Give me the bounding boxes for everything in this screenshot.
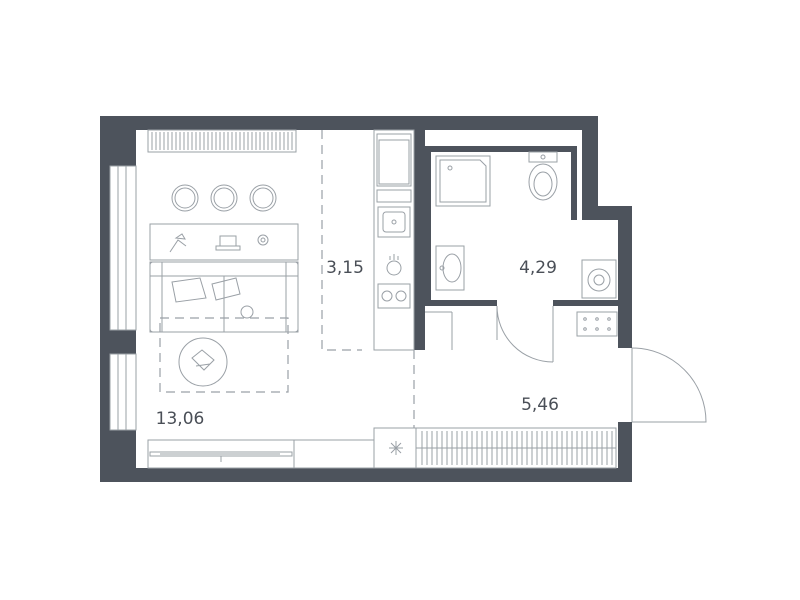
coffee-table-icon (178, 337, 228, 387)
wall-right-middle (618, 206, 632, 348)
wall-top (100, 116, 598, 130)
wall-bath-right-inner (571, 146, 577, 220)
hall (373, 305, 707, 469)
tv-console-icon (147, 439, 295, 469)
entrance-door (631, 347, 707, 423)
kitchen-zone-outline (321, 130, 362, 351)
living-room-area: 13,06 (156, 409, 205, 429)
electrical-panel-icon (576, 311, 618, 337)
kitchen (321, 129, 415, 351)
bar-stool-icon (171, 184, 199, 212)
wall-left-outer (100, 166, 110, 430)
wall-right-upper (582, 116, 598, 220)
living-room (147, 129, 375, 469)
low-cabinet (293, 439, 375, 469)
wall-kitchen-bath (414, 130, 425, 306)
rug-outline (159, 317, 289, 393)
sofa-icon (149, 261, 299, 333)
walls (100, 116, 632, 482)
toilet-icon (528, 151, 558, 201)
wall-right-lower (618, 422, 632, 482)
bathroom-area: 4,29 (519, 258, 557, 278)
desk-lamp-icon (169, 233, 187, 253)
wall-bath-top-inner (425, 146, 577, 152)
window-left-lower (109, 353, 137, 431)
laptop-icon (215, 235, 241, 251)
bar-stool-icon (249, 184, 277, 212)
bar-stool-icon (210, 184, 238, 212)
washbasin-icon (435, 245, 465, 291)
kitchen-area: 3,15 (326, 258, 364, 278)
window-left-upper (109, 165, 137, 331)
clock-icon (257, 234, 269, 246)
fridge-icon (376, 133, 412, 187)
bar-counter (149, 223, 299, 261)
stove-icon (377, 283, 411, 309)
dishwasher-icon (386, 254, 402, 276)
wall-partition-stub (414, 300, 425, 350)
windows (109, 165, 137, 431)
bathroom (435, 151, 617, 299)
washing-machine-icon (581, 259, 617, 299)
wardrobe-icon (373, 427, 617, 469)
wall-bath-left-inner (425, 146, 431, 306)
wall-bath-bottom-left (425, 300, 497, 306)
bathroom-door (496, 305, 554, 363)
kitchen-counter (373, 129, 415, 351)
sink-icon (377, 206, 411, 238)
wall-bottom (100, 468, 630, 482)
hall-area: 5,46 (521, 395, 559, 415)
shower-tray-icon (435, 155, 491, 207)
wall-bath-bottom-right (553, 300, 618, 306)
wall-left-top-pier (100, 116, 136, 166)
curtain-icon (147, 129, 297, 153)
